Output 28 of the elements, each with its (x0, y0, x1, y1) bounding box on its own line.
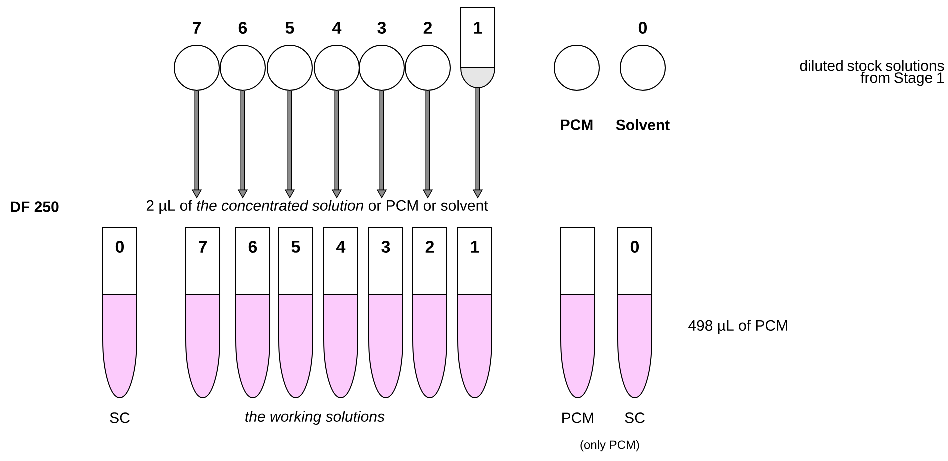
dilution-factor: DF 250 (11, 202, 59, 212)
tube-caption: PCM (562, 412, 594, 424)
tube-number: 1 (471, 241, 480, 253)
volume-note: 498 µL of PCM (688, 320, 788, 334)
tube-number: 7 (193, 22, 201, 34)
tube-number: 0 (630, 240, 640, 254)
tube-number: 5 (292, 241, 300, 253)
tube-number: 6 (248, 240, 258, 254)
tube-number: 7 (199, 241, 207, 253)
tube-number: 0 (638, 22, 648, 34)
tube-number: 4 (336, 241, 346, 253)
tube-caption: SC (110, 412, 130, 424)
tube-number: 2 (424, 22, 432, 34)
tube-number: 5 (286, 22, 294, 34)
tube-caption: SC (625, 412, 645, 424)
instruction-text: 2 µL of the concentrated solution or PCM or solvent (146, 200, 488, 214)
group-caption: the working solutions (246, 411, 385, 425)
tube-number: 3 (382, 240, 390, 254)
tube-label: Solvent (616, 120, 670, 130)
tube-number: 6 (238, 22, 248, 34)
tube-number: 1 (474, 22, 482, 34)
note: diluted stock solutions from Stage 1 (800, 60, 944, 86)
tube-caption: (only PCM) (580, 440, 640, 452)
tube-number: 4 (332, 22, 342, 34)
tube-label: PCM (561, 120, 593, 130)
tube-number: 2 (426, 241, 434, 253)
tube-number: 0 (116, 240, 124, 254)
tube-number: 3 (378, 22, 386, 34)
